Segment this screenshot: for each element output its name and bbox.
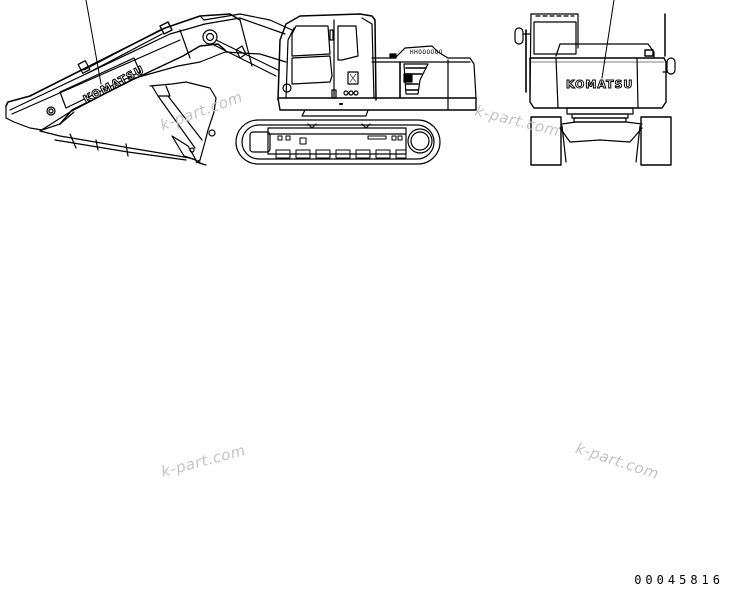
- leader-line-boom-decal: [85, 0, 102, 85]
- rear-komatsu-decal: KOMATSU: [566, 78, 633, 92]
- illustration-number: 00045816: [634, 573, 724, 587]
- side-view-boom-arm: [5, 0, 293, 166]
- side-view-undercarriage: [235, 119, 441, 165]
- side-view-upper-structure: [277, 13, 477, 117]
- decal-text-rear: KOMATSU: [566, 78, 633, 91]
- rear-view: [514, 0, 676, 166]
- counterweight-label: HHOOOOOO: [410, 49, 443, 56]
- leader-line-rear-decal: [601, 0, 615, 79]
